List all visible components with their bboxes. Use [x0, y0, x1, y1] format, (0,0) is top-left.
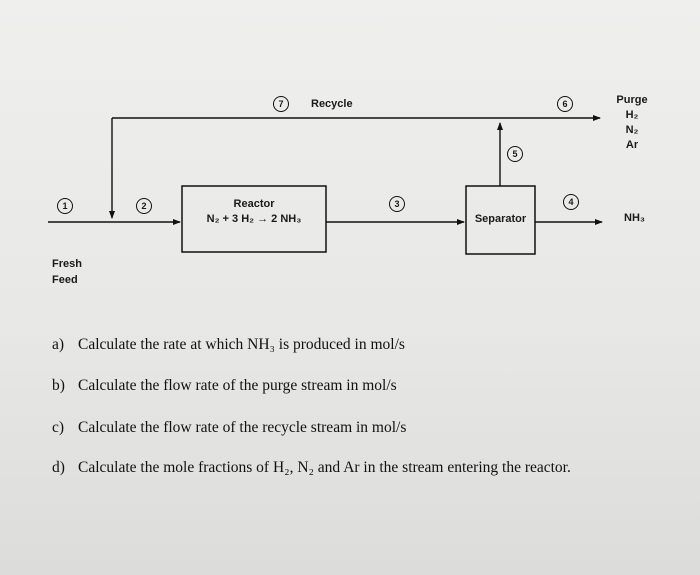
reactor-equation: N₂ + 3 H₂ → 2 NH₃ [206, 213, 302, 225]
stream-6-marker: 6 [557, 96, 573, 112]
question-a-letter: a) [52, 336, 65, 353]
question-a: a) Calculate the rate at which NH₃ is pro… [52, 336, 405, 354]
recycle-label: Recycle [311, 98, 353, 110]
stream-1-marker: 1 [57, 198, 73, 214]
stream-2-marker: 2 [136, 198, 152, 214]
purge-label: Purge [616, 94, 648, 106]
stream-3-marker: 3 [389, 196, 405, 212]
separator-box [465, 185, 536, 255]
purge-h2-label: H₂ [625, 109, 639, 121]
nh3-product-label: NH₃ [624, 212, 645, 224]
fresh-label: Fresh [52, 258, 82, 270]
purge-n2-label: N₂ [625, 124, 639, 136]
separator-label: Separator [474, 213, 527, 225]
question-c: c) Calculate the flow rate of the recycle… [52, 419, 406, 437]
question-c-text: Calculate the flow rate of the recycle s… [78, 419, 407, 436]
reactor-box [181, 185, 327, 253]
question-a-text: Calculate the rate at which NH₃ is produ… [78, 336, 405, 353]
reactor-title: Reactor [233, 198, 275, 210]
question-b: b) Calculate the flow rate of the purge s… [52, 377, 397, 395]
stream-5-marker: 5 [507, 146, 523, 162]
stream-4-marker: 4 [563, 194, 579, 210]
question-d: d) Calculate the mole fractions of H₂, N₂… [52, 459, 571, 477]
feed-label: Feed [52, 274, 78, 286]
question-d-text: Calculate the mole fractions of H₂, N₂ a… [78, 459, 571, 476]
question-d-letter: d) [52, 459, 65, 476]
question-b-text: Calculate the flow rate of the purge str… [78, 377, 397, 394]
question-c-letter: c) [52, 419, 65, 436]
stream-7-marker: 7 [273, 96, 289, 112]
purge-ar-label: Ar [625, 139, 639, 151]
question-b-letter: b) [52, 377, 65, 394]
